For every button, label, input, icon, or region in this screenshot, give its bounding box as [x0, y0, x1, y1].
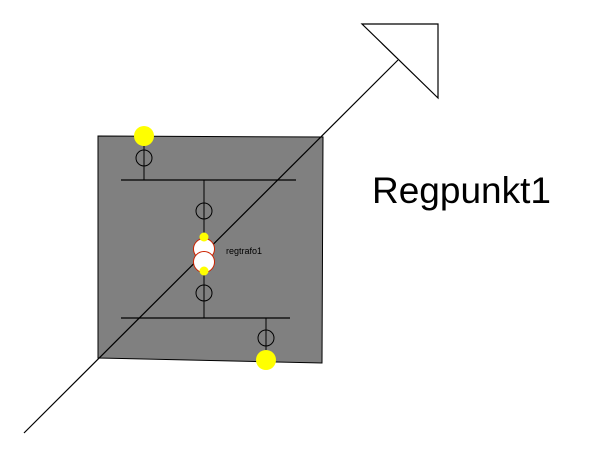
transformer-label: regtrafo1: [226, 246, 263, 256]
top-breaker-symbol[interactable]: [135, 149, 153, 167]
lower-transformer-breaker[interactable]: [195, 284, 213, 302]
top-connection-node[interactable]: [134, 126, 154, 146]
bottom-connection-node[interactable]: [256, 350, 276, 370]
regulation-arrow-head[interactable]: [360, 23, 439, 100]
upper-transformer-breaker[interactable]: [195, 202, 213, 220]
transformer-connector-bottom[interactable]: [199, 266, 209, 276]
regulation-point-label: Regpunkt1: [372, 170, 551, 211]
transformer-connector-top[interactable]: [199, 232, 209, 242]
bottom-breaker-symbol[interactable]: [257, 329, 275, 347]
